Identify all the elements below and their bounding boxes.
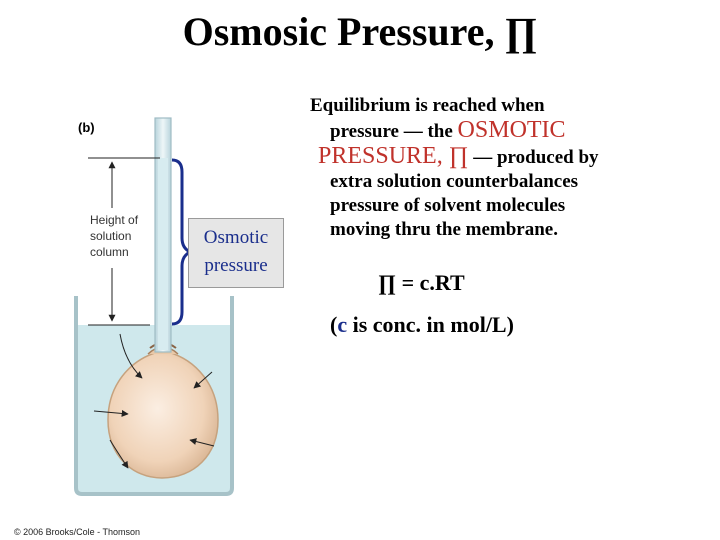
explanation-line-4: extra solution counterbalances: [330, 171, 579, 192]
copyright-text: © 2006 Brooks/Cole - Thomson: [14, 527, 141, 537]
osmotic-term: OSMOTIC: [457, 117, 566, 143]
panel-label: (b): [78, 120, 95, 135]
beaker: [74, 296, 234, 496]
osmotic-pressure-label: Osmotic pressure: [188, 218, 284, 288]
page-title: Osmosic Pressure, ∏: [182, 9, 538, 54]
osmotic-pressure-equation: ∏ = c.RT: [378, 270, 465, 295]
explanation-line-1: Equilibrium is reached when: [310, 95, 545, 116]
pressure-term: PRESSURE, ∏: [318, 143, 469, 169]
explanation-line-5: pressure of solvent molecules: [330, 195, 566, 216]
explanation-line-2: pressure — the OSMOTIC: [330, 117, 566, 143]
explanation-line-6: moving thru the membrane.: [330, 219, 558, 240]
concentration-variable: c: [337, 312, 348, 337]
osmosis-apparatus-illustration: [74, 117, 234, 496]
concentration-note: (c is conc. in mol/L): [330, 312, 514, 337]
explanation-line-3: PRESSURE, ∏ — produced by: [318, 143, 599, 169]
explanation-text: Equilibrium is reached when pressure — t…: [304, 94, 704, 242]
height-of-solution-column-label: Height of solution column: [90, 213, 139, 259]
membrane-bulb: [107, 351, 219, 479]
